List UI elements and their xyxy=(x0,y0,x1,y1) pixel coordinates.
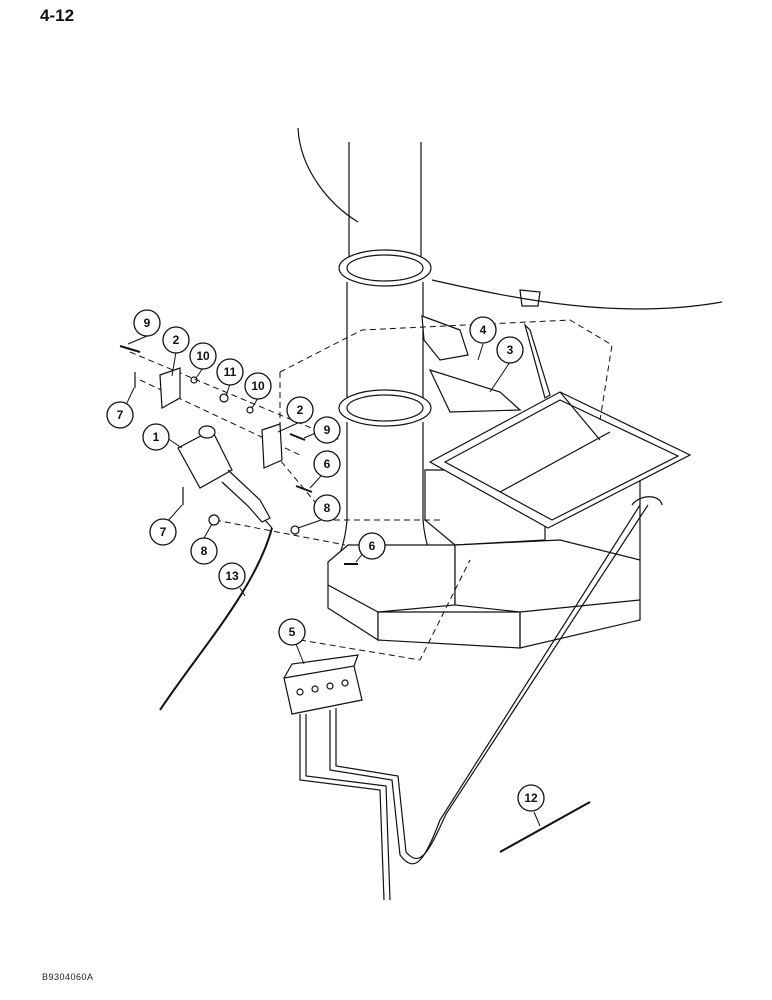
svg-text:2: 2 xyxy=(173,333,180,347)
svg-text:11: 11 xyxy=(224,365,237,379)
callout-3: 3 xyxy=(496,336,524,364)
actuator-motor xyxy=(177,425,273,529)
callout-12: 12 xyxy=(517,784,545,812)
callout-6: 6 xyxy=(358,532,386,560)
discharge-tray xyxy=(428,391,692,529)
callout-13: 13 xyxy=(218,562,246,590)
callout-7: 7 xyxy=(149,518,177,546)
svg-text:7: 7 xyxy=(160,525,167,539)
auger-tube xyxy=(329,142,441,576)
svg-text:2: 2 xyxy=(297,403,304,417)
callout-8: 8 xyxy=(190,537,218,565)
callout-7: 7 xyxy=(106,401,134,429)
chute-housing xyxy=(424,439,641,649)
callout-4: 4 xyxy=(469,316,497,344)
svg-text:8: 8 xyxy=(324,501,331,515)
assembly-lines xyxy=(129,319,613,661)
svg-text:3: 3 xyxy=(507,343,514,357)
svg-text:12: 12 xyxy=(524,791,538,805)
svg-text:1: 1 xyxy=(153,430,160,444)
callout-9: 9 xyxy=(133,309,161,337)
svg-text:10: 10 xyxy=(251,379,265,393)
control-box xyxy=(283,654,363,715)
page-number: 4-12 xyxy=(40,6,75,25)
callout-10: 10 xyxy=(244,372,272,400)
callout-5: 5 xyxy=(278,618,306,646)
callout-9: 9 xyxy=(313,416,341,444)
svg-text:10: 10 xyxy=(196,349,210,363)
svg-text:7: 7 xyxy=(117,408,124,422)
svg-text:9: 9 xyxy=(144,316,151,330)
callout-2: 2 xyxy=(162,326,190,354)
callout-11: 11 xyxy=(216,358,244,386)
hopper-arc-right xyxy=(431,279,723,310)
mounting-plate xyxy=(159,367,283,469)
svg-text:13: 13 xyxy=(225,569,239,583)
svg-text:8: 8 xyxy=(201,544,208,558)
svg-text:6: 6 xyxy=(324,457,331,471)
callout-10: 10 xyxy=(189,342,217,370)
svg-text:6: 6 xyxy=(369,539,376,553)
callout-1: 1 xyxy=(142,423,170,451)
svg-text:5: 5 xyxy=(289,625,296,639)
svg-text:4: 4 xyxy=(480,323,487,337)
figure-code: B9304060A xyxy=(42,972,94,982)
callout-2: 2 xyxy=(286,396,314,424)
control-cables xyxy=(299,496,663,901)
callout-6: 6 xyxy=(313,450,341,478)
svg-text:9: 9 xyxy=(324,423,331,437)
mounting-bracket xyxy=(421,289,551,413)
hardware xyxy=(119,345,358,565)
callout-8: 8 xyxy=(313,494,341,522)
cable-tie xyxy=(499,801,591,853)
actuator-cable xyxy=(159,527,273,711)
